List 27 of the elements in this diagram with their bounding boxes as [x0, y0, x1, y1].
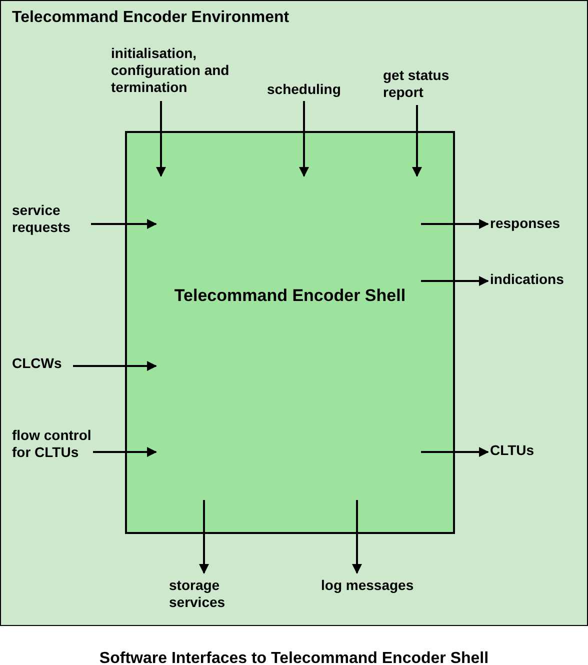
- panel-title: Telecommand Encoder Environment: [12, 8, 290, 28]
- environment-panel: [0, 0, 588, 626]
- interface-label: CLTUs: [490, 442, 560, 460]
- interface-label: CLCWs: [12, 355, 72, 373]
- interface-label: storage services: [169, 577, 239, 613]
- shell-box: [125, 131, 455, 534]
- interface-label: scheduling: [267, 81, 357, 99]
- interface-label: responses: [490, 215, 580, 233]
- interface-label: get status report: [383, 67, 463, 103]
- shell-title: Telecommand Encoder Shell: [173, 285, 407, 307]
- interface-label: log messages: [321, 577, 431, 595]
- interface-label: service requests: [12, 202, 90, 238]
- interface-label: indications: [490, 271, 580, 289]
- arrow: [199, 500, 209, 574]
- arrow: [73, 361, 157, 371]
- arrow: [421, 219, 489, 229]
- arrow: [93, 447, 157, 457]
- arrow: [156, 101, 166, 177]
- arrow: [412, 105, 422, 177]
- arrow: [421, 276, 489, 286]
- caption: Software Interfaces to Telecommand Encoder Shell: [98, 649, 490, 665]
- arrow: [91, 219, 157, 229]
- arrow: [299, 101, 309, 177]
- interface-label: flow control for CLTUs: [12, 427, 92, 463]
- arrow: [421, 447, 489, 457]
- interface-label: initialisation, configuration and termination: [111, 45, 241, 99]
- arrow: [352, 500, 362, 574]
